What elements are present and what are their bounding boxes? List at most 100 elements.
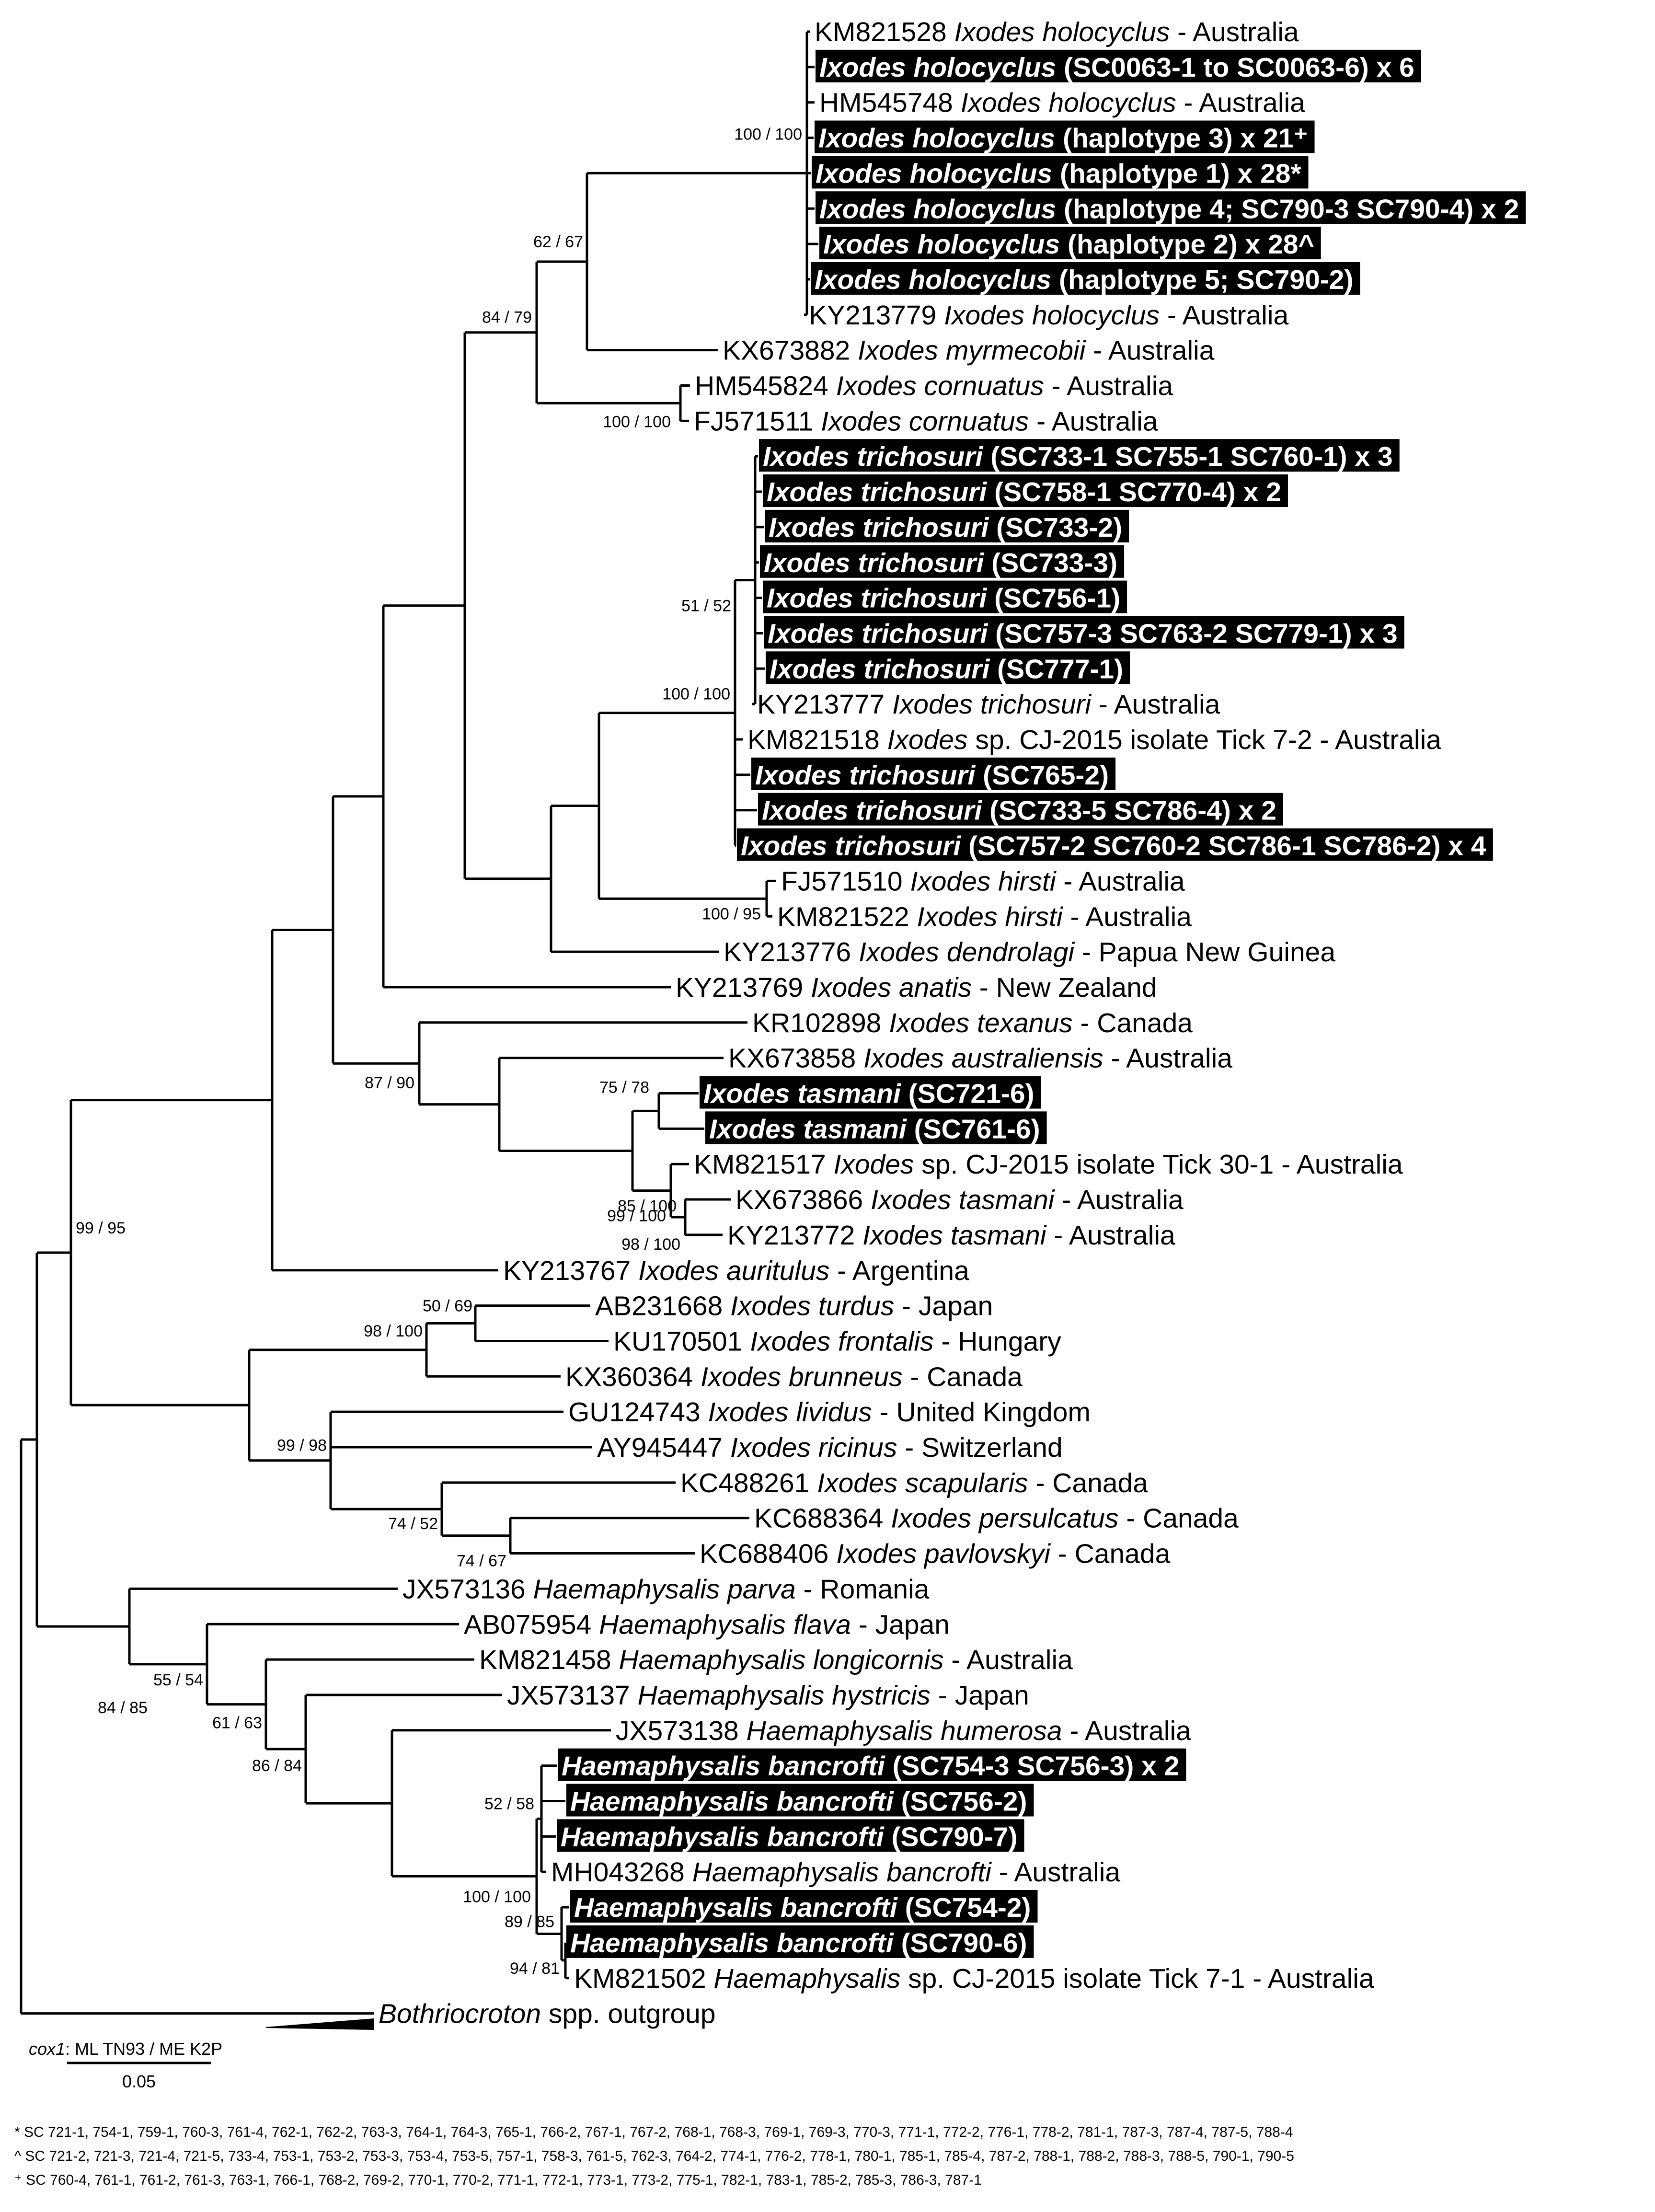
tip-location: - Canada xyxy=(1028,1468,1149,1498)
tip-label-10: KX673882 Ixodes myrmecobii - Australia xyxy=(723,335,1215,366)
tip-location: - Argentina xyxy=(829,1256,969,1286)
highlight-box xyxy=(557,1819,1024,1852)
svg-text:Ixodes trichosuri (SC777-1): Ixodes trichosuri (SC777-1) xyxy=(770,654,1123,684)
highlighted-tip-51: Haemaphysalis bancrofti (SC756-2) xyxy=(566,1784,1034,1817)
tip-location: - Australia xyxy=(1063,901,1192,932)
tip-label-42: KC488261 Ixodes scapularis - Canada xyxy=(680,1468,1148,1498)
tip-label-28: KY213769 Ixodes anatis - New Zealand xyxy=(676,972,1157,1003)
highlight-box xyxy=(566,1784,1034,1817)
tip-label-21: KM821518 Ixodes sp. CJ-2015 isolate Tick… xyxy=(747,725,1441,755)
svg-text:Haemaphysalis bancrofti (SC790: Haemaphysalis bancrofti (SC790-6) xyxy=(570,1928,1027,1959)
tip-accession: KM821528 xyxy=(815,17,954,47)
tip-location: - Australia xyxy=(1176,88,1306,118)
tip-label-3: HM545748 Ixodes holocyclus - Australia xyxy=(819,88,1305,118)
tip-location: - Hungary xyxy=(934,1326,1062,1357)
tip-location: - Canada xyxy=(1073,1008,1193,1038)
highlight-box xyxy=(759,439,1400,472)
svg-text:Ixodes trichosuri (SC756-1): Ixodes trichosuri (SC756-1) xyxy=(767,583,1120,614)
highlighted-tip-50: Haemaphysalis bancrofti (SC754-3 SC756-3… xyxy=(558,1748,1186,1782)
svg-text:HM545824 Ixodes cornuatus - Au: HM545824 Ixodes cornuatus - Australia xyxy=(695,371,1173,402)
svg-text:KC488261 Ixodes scapularis - C: KC488261 Ixodes scapularis - Canada xyxy=(680,1468,1148,1498)
tip-detail: (SC733-2) xyxy=(988,512,1122,543)
tip-label-20: KY213777 Ixodes trichosuri - Australia xyxy=(757,689,1220,720)
tip-taxon: Ixodes holocyclus xyxy=(823,229,1060,260)
tip-taxon: Ixodes cornuatus xyxy=(821,406,1029,437)
highlight-box xyxy=(763,474,1288,507)
tip-taxon: Ixodes tasmani xyxy=(709,1114,907,1144)
tip-label-57: Bothriocroton spp. outgroup xyxy=(379,1999,715,2029)
tip-accession: KC688364 xyxy=(754,1503,891,1534)
tip-location: - Australia xyxy=(1312,725,1442,755)
tip-accession: FJ571511 xyxy=(694,406,821,437)
tip-accession: FJ571510 xyxy=(781,866,910,897)
tip-detail: (SC756-1) xyxy=(987,583,1120,614)
tip-detail: (SC765-2) xyxy=(975,760,1109,791)
tip-detail: (SC757-2 SC760-2 SC786-1 SC786-2) x 4 xyxy=(961,831,1486,862)
tip-label-48: JX573137 Haemaphysalis hystricis - Japan xyxy=(507,1680,1029,1711)
tip-label-56: KM821502 Haemaphysalis sp. CJ-2015 isola… xyxy=(574,1963,1374,1994)
support-value-a1: 100 / 100 xyxy=(734,125,802,143)
tip-accession: KY213767 xyxy=(503,1256,638,1286)
legend-gene: cox1 xyxy=(29,2039,65,2059)
tip-taxon: Ixodes tasmani xyxy=(871,1185,1055,1215)
highlighted-tip-17: Ixodes trichosuri (SC756-1) xyxy=(763,580,1127,614)
tip-taxon: Ixodes trichosuri xyxy=(762,795,982,826)
tip-location: - Japan xyxy=(894,1291,993,1322)
tip-label-33: KM821517 Ixodes sp. CJ-2015 isolate Tick… xyxy=(694,1149,1403,1180)
tip-taxon: Ixodes trichosuri xyxy=(767,583,987,614)
tip-taxon: Ixodes hirsti xyxy=(910,866,1056,897)
highlighted-tip-15: Ixodes trichosuri (SC733-2) xyxy=(765,509,1129,543)
svg-text:Ixodes holocyclus (haplotype 2: Ixodes holocyclus (haplotype 2) x 28^ xyxy=(823,229,1314,260)
tip-label-38: KU170501 Ixodes frontalis - Hungary xyxy=(613,1326,1061,1357)
tip-taxon: Ixodes australiensis xyxy=(863,1043,1103,1074)
tip-accession: KY213769 xyxy=(676,972,811,1003)
support-value-d2: 98 / 100 xyxy=(364,1322,423,1340)
tip-taxon: Ixodes holocyclus xyxy=(819,52,1056,83)
tip-taxon: Ixodes holocyclus xyxy=(818,123,1055,154)
tip-label-11: HM545824 Ixodes cornuatus - Australia xyxy=(695,371,1173,402)
highlight-box xyxy=(765,509,1129,542)
tip-taxon: Ixodes turdus xyxy=(730,1291,894,1322)
tip-taxon: Ixodes dendrolagi xyxy=(859,937,1075,968)
tip-accession: KR102898 xyxy=(752,1008,889,1038)
tip-detail: (SC733-1 SC755-1 SC760-1) x 3 xyxy=(983,441,1392,472)
support-value-b1: 51 / 52 xyxy=(681,597,731,615)
svg-text:KY213767 Ixodes auritulus - Ar: KY213767 Ixodes auritulus - Argentina xyxy=(503,1256,969,1286)
tip-taxon: Ixodes holocyclus xyxy=(961,88,1176,118)
tip-location: - Australia xyxy=(1085,335,1215,366)
svg-text:KY213769 Ixodes anatis - New Z: KY213769 Ixodes anatis - New Zealand xyxy=(676,972,1157,1003)
svg-text:Haemaphysalis bancrofti (SC754: Haemaphysalis bancrofti (SC754-3 SC756-3… xyxy=(562,1751,1179,1782)
support-value-e4: 100 / 100 xyxy=(463,1888,531,1906)
footnote-haplotype-1: * SC 721-1, 754-1, 759-1, 760-3, 761-4, … xyxy=(14,2124,1293,2140)
svg-text:HM545748 Ixodes holocyclus - A: HM545748 Ixodes holocyclus - Australia xyxy=(819,88,1305,118)
svg-text:Ixodes trichosuri (SC733-3): Ixodes trichosuri (SC733-3) xyxy=(764,548,1117,578)
support-value-c2: 98 / 100 xyxy=(621,1235,680,1254)
tip-location: - Romania xyxy=(796,1574,930,1604)
highlighted-tip-52: Haemaphysalis bancrofti (SC790-7) xyxy=(557,1819,1024,1852)
tip-detail: (haplotype 2) x 28^ xyxy=(1060,229,1314,260)
tip-taxon: Bothriocroton xyxy=(379,1999,541,2029)
highlight-box xyxy=(570,1890,1038,1923)
tip-accession: AY945447 xyxy=(597,1432,730,1463)
support-value-e6: 86 / 84 xyxy=(252,1757,302,1775)
tip-location: - Australia xyxy=(1274,1149,1403,1180)
tip-label-43: KC688364 Ixodes persulcatus - Canada xyxy=(754,1503,1239,1534)
highlight-box xyxy=(558,1748,1186,1781)
tip-taxon: Haemaphysalis bancrofti xyxy=(574,1892,898,1923)
svg-text:Ixodes holocyclus (haplotype 1: Ixodes holocyclus (haplotype 1) x 28* xyxy=(816,158,1301,189)
tip-label-53: MH043268 Haemaphysalis bancrofti - Austr… xyxy=(551,1857,1120,1888)
tip-detail: (SC754-3 SC756-3) x 2 xyxy=(885,1751,1180,1782)
tip-detail: (SC0063-1 to SC0063-6) x 6 xyxy=(1056,52,1414,83)
tip-labels: KM821528 Ixodes holocyclus - AustraliaIx… xyxy=(379,17,1526,2029)
support-value-e1: 52 / 58 xyxy=(484,1795,534,1813)
tip-label-12: FJ571511 Ixodes cornuatus - Australia xyxy=(694,406,1158,437)
tip-location: - Papua New Guinea xyxy=(1074,937,1335,968)
tip-accession: KY213776 xyxy=(724,937,859,968)
svg-text:Haemaphysalis bancrofti (SC756: Haemaphysalis bancrofti (SC756-2) xyxy=(570,1786,1027,1817)
tip-taxon: Haemaphysalis bancrofti xyxy=(570,1928,894,1959)
tip-taxon: Ixodes trichosuri xyxy=(741,831,961,862)
tip-detail: (SC790-7) xyxy=(884,1821,1018,1852)
highlighted-tip-19: Ixodes trichosuri (SC777-1) xyxy=(766,651,1130,684)
